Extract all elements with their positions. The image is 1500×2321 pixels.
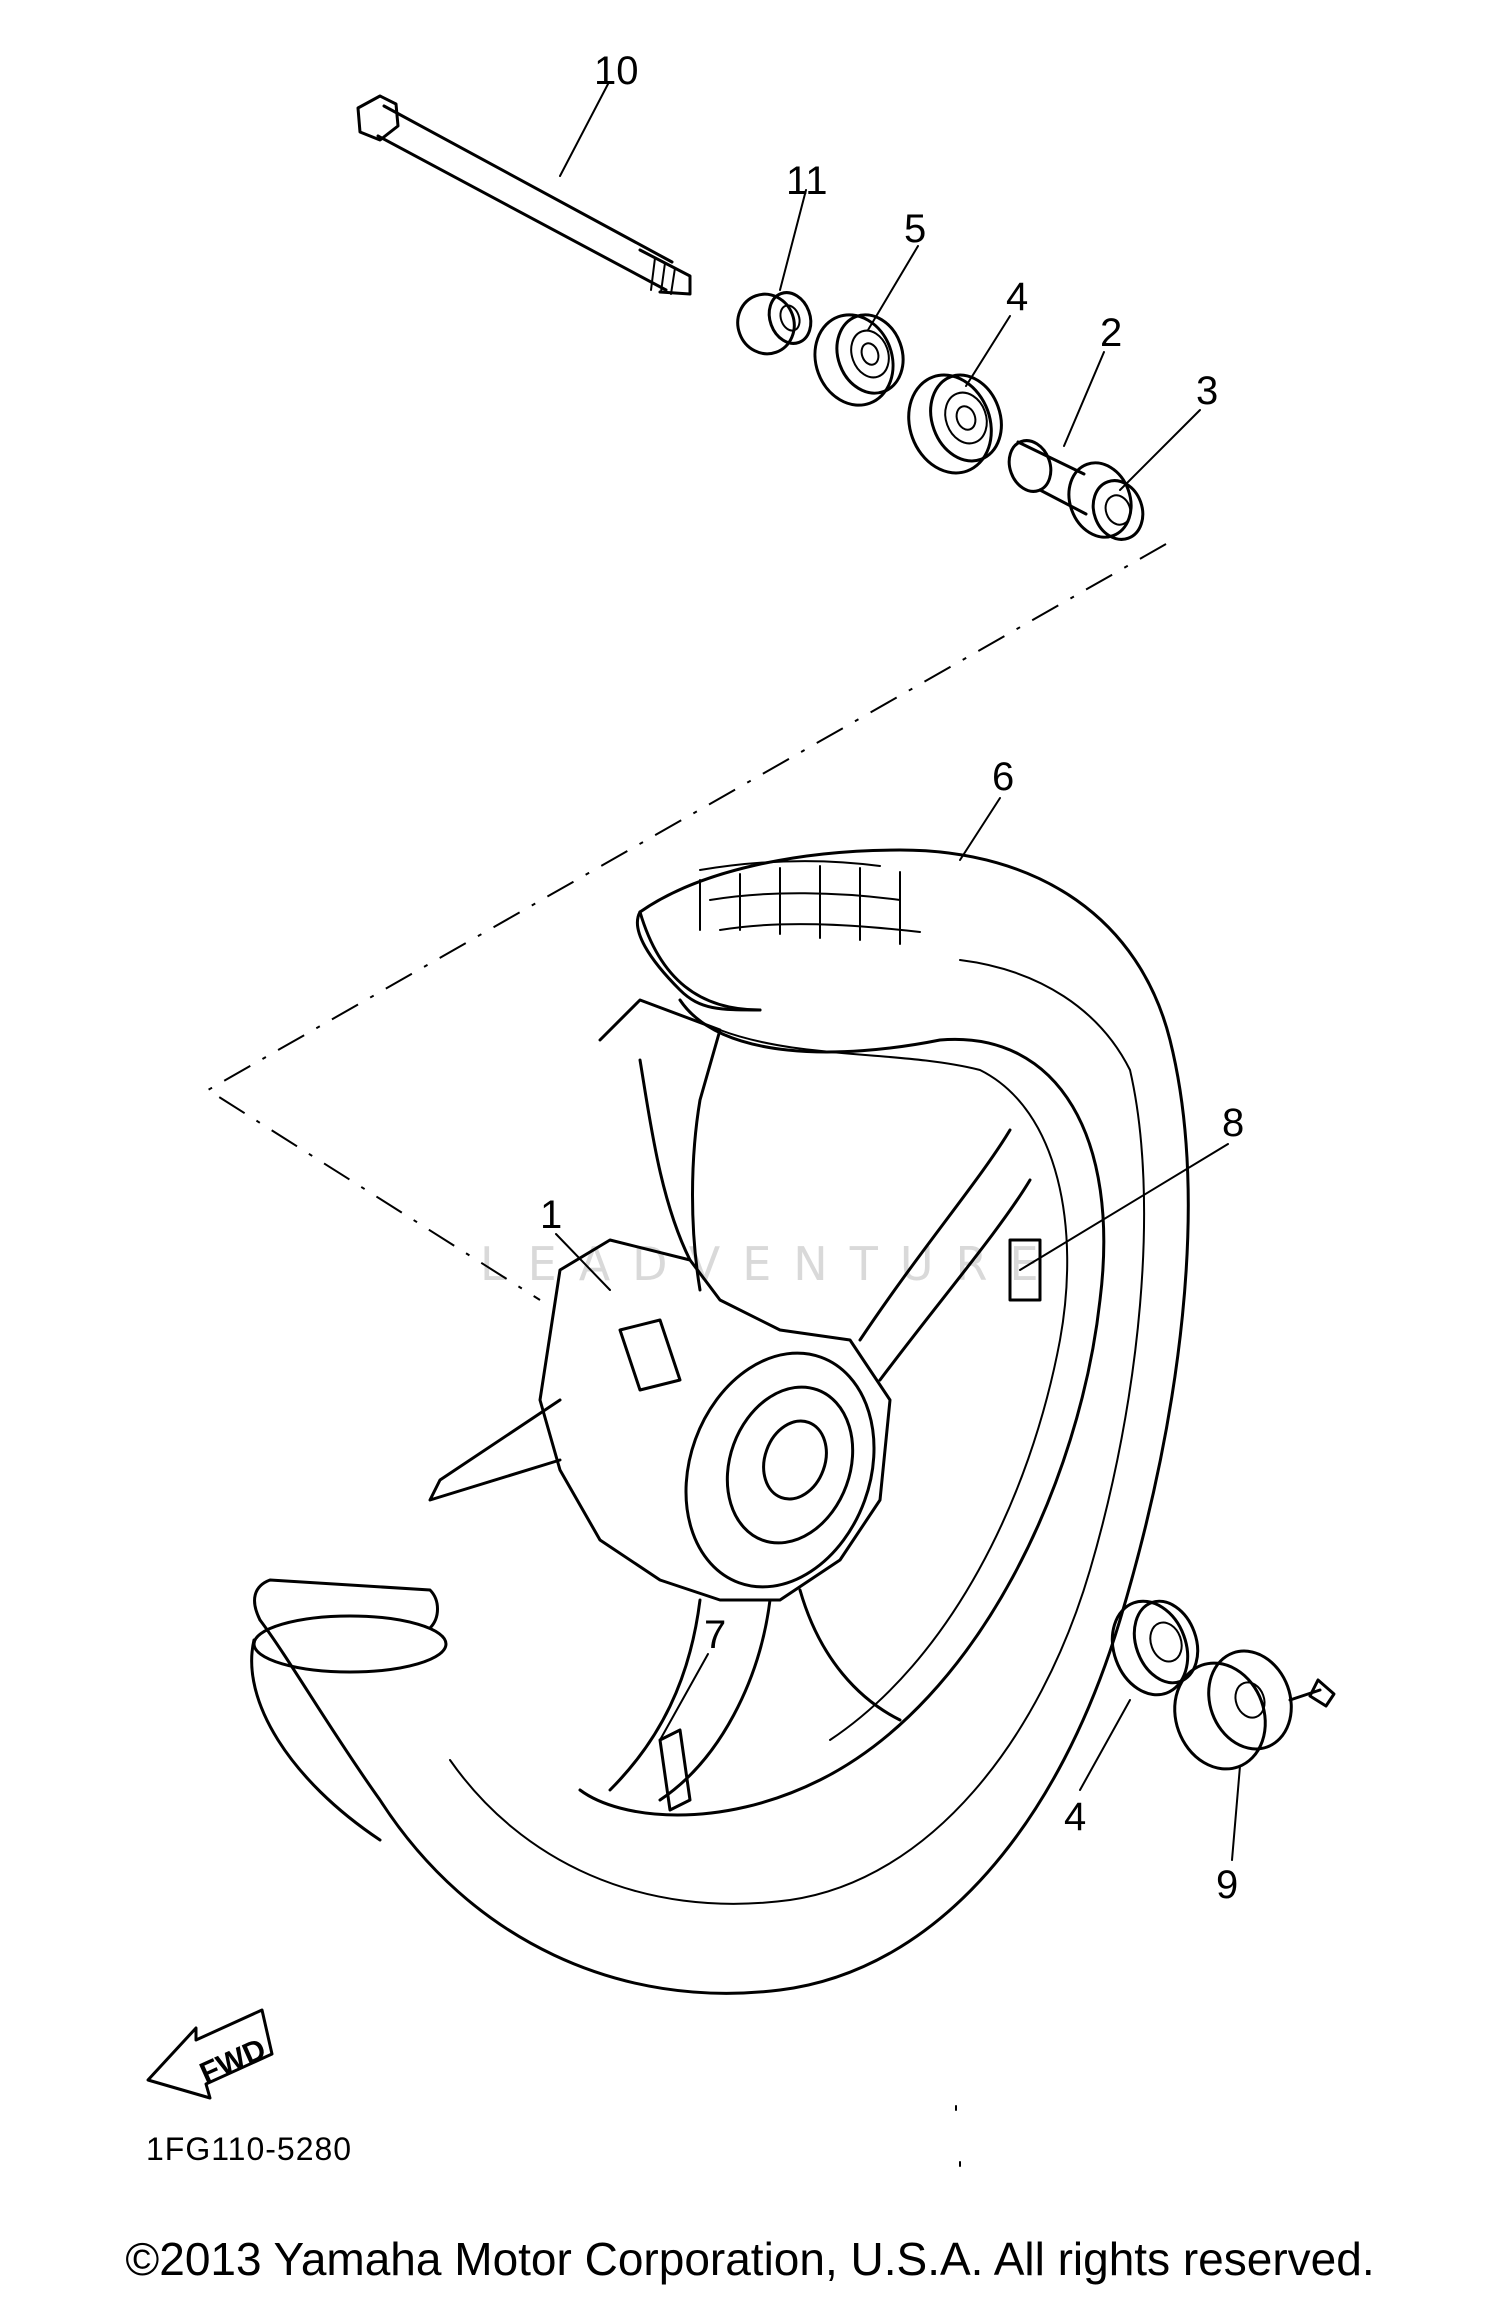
callout-11: 11 (786, 159, 828, 203)
leader-11 (779, 189, 807, 291)
leader-1 (555, 1233, 611, 1291)
callout-1: 1 (540, 1193, 562, 1237)
watermark-text: LEADVENTURE (480, 1237, 1061, 1291)
callout-6: 6 (992, 755, 1014, 799)
leader-2 (1063, 351, 1105, 447)
leader-6 (959, 797, 1001, 861)
axle-part (356, 94, 692, 296)
leader-7 (659, 1653, 709, 1741)
leader-3 (1119, 409, 1201, 491)
callout-4-top: 4 (1006, 275, 1028, 319)
leader-4-bottom (1079, 1699, 1131, 1791)
copyright-text: ©2013 Yamaha Motor Corporation, U.S.A. A… (125, 2233, 1375, 2285)
bearing-part-5 (813, 313, 905, 407)
callout-10: 10 (594, 49, 639, 93)
callout-8: 8 (1222, 1101, 1244, 1145)
leader-10 (559, 83, 609, 177)
tire-part (250, 848, 1190, 1995)
fwd-label: FWD (195, 2032, 271, 2090)
axis-centerline (206, 543, 1167, 1301)
wheel-part (428, 998, 1106, 1817)
leader-9 (1231, 1765, 1241, 1861)
callout-7: 7 (704, 1613, 726, 1657)
leader-4-top (965, 315, 1011, 387)
gear-unit-part (1173, 1649, 1336, 1771)
bearing-part-4-top (907, 373, 1003, 475)
spacer-part (1007, 439, 1145, 541)
bearing-part-4-bottom (1110, 1599, 1200, 1697)
callout-5: 5 (904, 207, 926, 251)
scan-marks (955, 2105, 961, 2167)
callout-4-bottom: 4 (1064, 1795, 1086, 1839)
collar-part (736, 291, 813, 356)
diagram-code: 1FG110-5280 (146, 2131, 352, 2167)
callout-9: 9 (1216, 1863, 1238, 1907)
callout-2: 2 (1100, 311, 1122, 355)
leader-8 (1019, 1143, 1229, 1271)
fwd-arrow: FWD (146, 2008, 274, 2100)
callout-3: 3 (1196, 369, 1218, 413)
leader-5 (867, 245, 919, 331)
